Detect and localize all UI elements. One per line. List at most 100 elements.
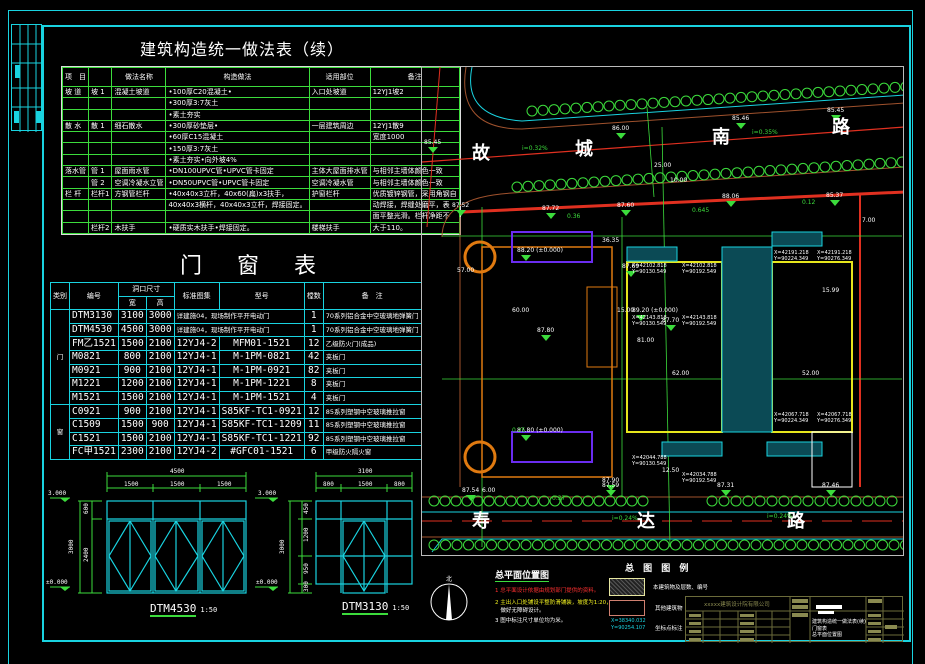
tree-icon — [548, 104, 560, 116]
tree-icon — [704, 539, 716, 551]
tree-icon — [812, 86, 824, 98]
elevation-triangle-icon — [726, 201, 736, 207]
tree-icon — [603, 100, 615, 112]
cell-method-name: 空调冷凝水立管 — [111, 176, 167, 189]
cell-atlas: 12YJ4-2 — [173, 445, 220, 460]
dimension-label: 52.00 — [802, 370, 820, 377]
cell-height: 2100 — [145, 390, 175, 406]
tree-icon — [856, 84, 868, 96]
tree-icon — [724, 92, 736, 104]
cell-code: C0921 — [69, 404, 119, 419]
elevation-marker: 88.20 (±0.000) — [517, 247, 563, 254]
tree-icon — [778, 495, 790, 507]
elevation-marker: 87.80 — [537, 327, 555, 334]
legend-building-swatch — [609, 578, 645, 596]
cell-width: 3100 — [117, 309, 147, 324]
header-code: 编号 — [69, 281, 119, 311]
road-north-char-1: 故 — [472, 143, 490, 164]
cell-note: 乙级防火门(成品) — [322, 336, 422, 351]
note-1: 1 总平面设计依据由规划部门提供的资料。 — [495, 588, 600, 594]
tree-icon — [428, 495, 440, 507]
elevation-triangle-icon — [721, 490, 731, 496]
tree-icon — [635, 539, 647, 551]
cell-width: 4500 — [117, 322, 147, 338]
tree-icon — [790, 495, 802, 507]
cell-method-name — [111, 142, 167, 155]
tree-icon — [754, 495, 766, 507]
road-south-char-2: 达 — [637, 511, 655, 532]
dtm3130-base-level: ±0.000 — [256, 579, 278, 586]
tree-icon — [865, 539, 877, 551]
header-note: 备 注 — [322, 281, 422, 311]
tree-icon — [549, 495, 561, 507]
tree-icon — [888, 539, 900, 551]
cell-method-name: 方钢管栏杆 — [111, 187, 167, 200]
cell-atlas: 详建施04，现场制作平开电动门 — [173, 322, 305, 338]
elevation-marker: 89.20 (±0.000) — [632, 307, 678, 314]
cell-height: 2100 — [145, 349, 175, 365]
outer-drawing-frame — [8, 10, 913, 664]
cell-type: 门 — [50, 309, 70, 406]
note-2b: 做好无障碍设计。 — [495, 608, 545, 614]
cell-method: •100厚C20混凝土• — [165, 85, 310, 99]
svg-text:北: 北 — [446, 575, 452, 583]
cell-item: 栏杆1 — [87, 187, 113, 200]
cell-count: 1 — [303, 322, 324, 338]
cell-method-name — [111, 108, 167, 121]
dtm4530-scale: 1:50 — [200, 606, 218, 614]
dtm3130-total-width: 3100 — [358, 468, 373, 475]
dtm4530-total-width: 4500 — [170, 468, 185, 475]
cell-model: M-1PM-0921 — [218, 363, 305, 379]
elevation-triangle-icon — [736, 123, 746, 129]
cell-code: M1221 — [69, 377, 119, 392]
cell-location: 空调冷凝水管 — [308, 176, 371, 189]
tree-icon — [624, 539, 635, 551]
title-block: xxxxx建筑设计院有限公司 建筑构造统一做法表(续) 门窗表 总平面位置图 — [685, 596, 904, 643]
drawing-content-1: 建筑构造统一做法表(续) — [812, 619, 866, 625]
cell-item: 管 2 — [87, 176, 113, 189]
elevation-triangle-icon — [626, 271, 636, 277]
tree-icon — [578, 539, 589, 551]
cell-count: 6 — [303, 445, 324, 460]
drawing-content-3: 总平面位置图 — [812, 632, 843, 638]
elevation-triangle-icon — [831, 115, 841, 121]
tree-icon — [654, 172, 666, 184]
cell-model: M-1PM-1221 — [218, 377, 305, 392]
elevation-marker: 87.90 — [602, 477, 620, 484]
tree-icon — [819, 161, 831, 173]
tree-icon — [867, 83, 879, 95]
elevation-triangle-icon — [606, 485, 616, 491]
cell-category: 散 水 — [62, 119, 89, 133]
cell-category: 落水管 — [62, 165, 89, 178]
cell-method: •DN50UPVC管•UPVC管卡固定 — [165, 176, 310, 189]
tree-icon — [570, 102, 582, 114]
cell-atlas: 详建施04，现场制作平开电动门 — [173, 309, 305, 324]
construction-table-header: 项 目 做法名称 构造做法 适用部位 备注 — [62, 67, 460, 87]
construction-table-row: 面平整光滑。栏杆净距不 — [62, 210, 460, 223]
cell-code: DTM3130 — [69, 309, 119, 324]
cell-height: 2100 — [145, 377, 175, 392]
elevation-marker: 87.52 — [452, 202, 470, 209]
cell-note: 夹板门 — [322, 390, 422, 406]
cell-item — [87, 108, 113, 121]
cell-category — [62, 153, 89, 167]
cell-code: M0921 — [69, 363, 119, 379]
tree-icon — [593, 495, 605, 507]
tree-icon — [886, 495, 898, 507]
construction-table-row: •素土夯实•向外坡4% — [62, 153, 460, 167]
tree-icon — [808, 162, 820, 174]
cell-height: 3000 — [145, 309, 175, 324]
elevation-marker: 87.60 — [617, 202, 635, 209]
cell-method — [165, 210, 310, 223]
cell-note: 夹板门 — [322, 349, 422, 365]
cell-item: 坡 1 — [87, 85, 113, 99]
tree-icon — [889, 81, 901, 93]
road-north-char-2: 城 — [575, 139, 593, 160]
tree-icon — [451, 539, 463, 551]
